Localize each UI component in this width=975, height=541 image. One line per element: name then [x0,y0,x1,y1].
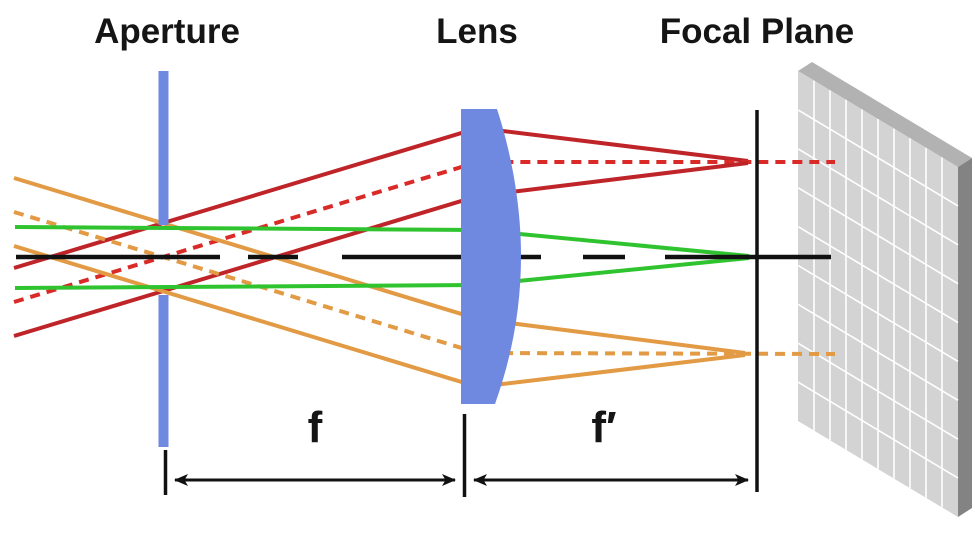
back-focal-distance-label: f′ [591,403,617,452]
light-ray-orange-chief [13,210,836,356]
sensor-grid-line [797,109,959,207]
light-ray-green-marginal-upper [14,225,750,258]
sensor-panel-top-face [798,62,972,167]
front-focal-distance-label: f [307,403,323,452]
sensor-grid-line [797,342,959,440]
lens-element [461,109,521,404]
sensor-grid-line [797,381,959,479]
light-ray-orange-marginal-upper [13,176,746,355]
sensor-grid-line [797,186,959,285]
sensor-panel-side-face [958,158,972,517]
lens-label: Lens [436,12,518,51]
sensor-grid-line [797,303,959,402]
aperture-blade-top [158,71,169,225]
sensor-grid-line [797,225,959,324]
light-ray-orange-marginal-lower [13,244,746,390]
light-ray-red-marginal-lower [13,161,749,338]
sensor-grid-line [797,264,959,363]
light-ray-green-marginal-lower [14,256,750,290]
aperture-blade-bottom [158,295,169,447]
aperture-label: Aperture [94,12,240,51]
light-ray-red-chief [13,160,835,304]
sensor-panel [797,62,972,517]
sensor-grid-line [797,148,959,246]
focal-plane-label: Focal Plane [659,12,855,51]
